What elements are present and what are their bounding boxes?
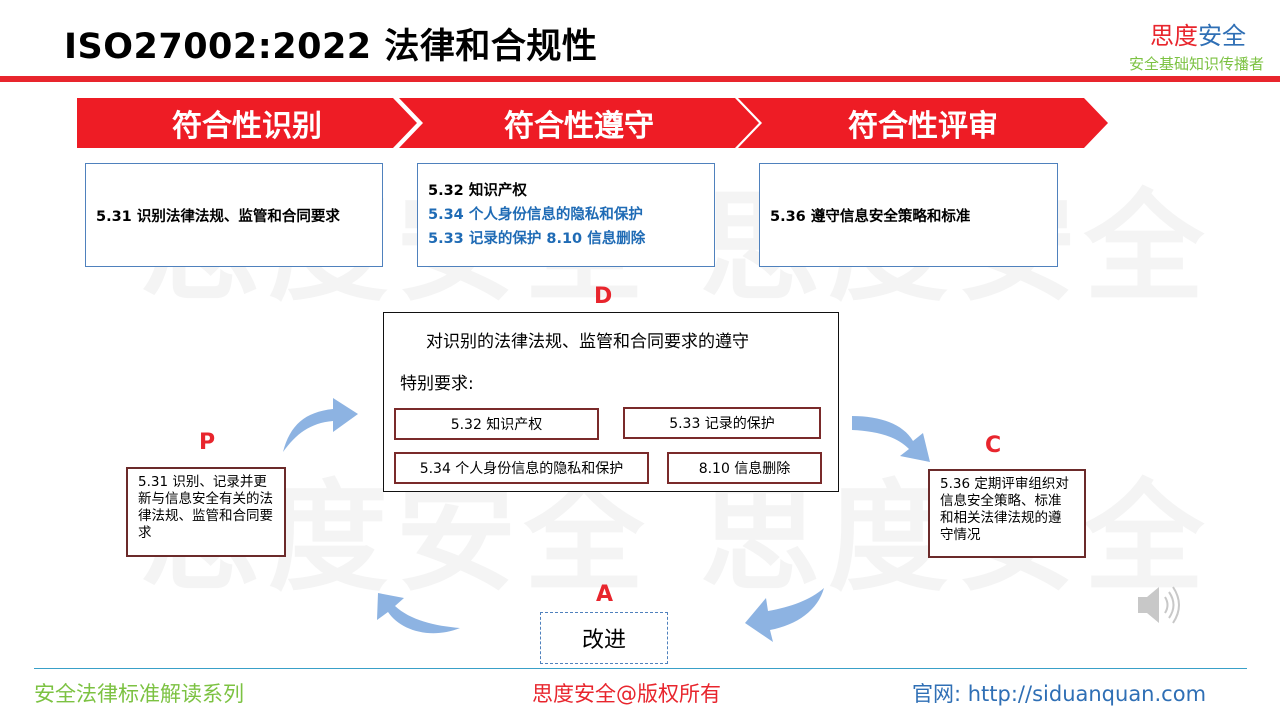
comply-line-3: 5.33 记录的保护 8.10 信息删除 [428, 231, 646, 247]
header-divider [0, 76, 1280, 82]
banner-label: 符合性遵守 [504, 109, 654, 144]
brand-part1: 思度 [1150, 22, 1198, 50]
pdca-c-label: C [985, 433, 1002, 458]
do-special-label: 特别要求: [400, 374, 474, 394]
do-box: 对识别的法律法规、监管和合同要求的遵守 特别要求: 5.32 知识产权 5.33… [383, 312, 839, 492]
banner-step-comply: 符合性遵守 [399, 98, 759, 148]
brand-logo: 思度安全 [1150, 16, 1246, 51]
review-box: 5.36 遵守信息安全策略和标准 [759, 163, 1058, 267]
banner-label: 符合性评审 [848, 109, 998, 144]
requirement-box: 5.33 记录的保护 [623, 407, 821, 439]
arrow-icon [745, 588, 824, 642]
act-text: 改进 [581, 628, 626, 653]
requirement-label: 5.34 个人身份信息的隐私和保护 [419, 461, 624, 477]
banner-label: 符合性识别 [172, 109, 322, 144]
comply-line-2: 5.34 个人身份信息的隐私和保护 [428, 207, 643, 223]
arrow-icon [283, 398, 358, 452]
requirement-label: 5.33 记录的保护 [669, 416, 775, 432]
brand-subtitle: 安全基础知识传播者 [1128, 55, 1264, 73]
comply-line-1: 5.32 知识产权 [428, 183, 527, 199]
requirement-box: 5.32 知识产权 [394, 408, 599, 440]
plan-box: 5.31 识别、记录并更新与信息安全有关的法律法规、监管和合同要求 [126, 467, 286, 557]
identify-box: 5.31 识别法律法规、监管和合同要求 [85, 163, 383, 267]
speaker-icon [1138, 586, 1180, 624]
page-title: ISO27002:2022 法律和合规性 [64, 27, 598, 67]
footer-divider [34, 668, 1247, 669]
requirement-label: 5.32 知识产权 [450, 417, 543, 433]
footer-copyright: 思度安全@版权所有 [532, 682, 721, 706]
act-box: 改进 [540, 612, 668, 664]
footer-series: 安全法律标准解读系列 [34, 682, 244, 706]
banner-step-identify: 符合性识别 [77, 98, 417, 148]
brand-part2: 安全 [1198, 22, 1246, 50]
check-box: 5.36 定期评审组织对信息安全策略、标准和相关法律法规的遵守情况 [928, 469, 1086, 558]
plan-text: 5.31 识别、记录并更新与信息安全有关的法律法规、监管和合同要求 [138, 474, 273, 541]
identify-text: 5.31 识别法律法规、监管和合同要求 [96, 208, 340, 225]
pdca-d-label: D [594, 284, 613, 309]
requirement-box: 5.34 个人身份信息的隐私和保护 [394, 452, 649, 484]
requirement-label: 8.10 信息删除 [698, 461, 791, 477]
pdca-a-label: A [596, 582, 614, 607]
comply-box: 5.32 知识产权 5.34 个人身份信息的隐私和保护 5.33 记录的保护 8… [417, 163, 715, 267]
footer-website[interactable]: 官网: http://siduanquan.com [912, 682, 1207, 706]
check-text: 5.36 定期评审组织对信息安全策略、标准和相关法律法规的遵守情况 [940, 476, 1069, 543]
arrow-icon [377, 593, 460, 634]
review-text: 5.36 遵守信息安全策略和标准 [770, 208, 971, 225]
requirement-box: 8.10 信息删除 [667, 452, 822, 484]
pdca-p-label: P [199, 430, 216, 455]
banner-step-review: 符合性评审 [738, 98, 1108, 148]
arrow-icon [852, 416, 930, 462]
do-title: 对识别的法律法规、监管和合同要求的遵守 [426, 332, 749, 352]
